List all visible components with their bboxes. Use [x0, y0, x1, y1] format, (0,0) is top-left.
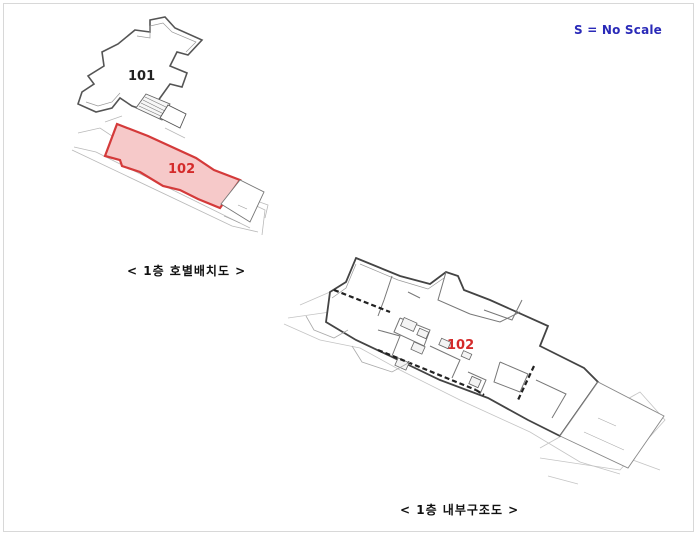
- unit-102-label: 102: [168, 162, 195, 177]
- top-floor-plan: 101 102: [71, 16, 269, 236]
- unit-102-highlight: [103, 122, 242, 210]
- unit-101-outline: [77, 16, 204, 113]
- section-lines: [333, 288, 535, 401]
- bottom-annex: [559, 381, 665, 469]
- unit-101-label: 101: [128, 69, 155, 84]
- bottom-floor-plan: 102: [283, 256, 666, 485]
- page-frame: [3, 3, 694, 532]
- scale-note: S = No Scale: [574, 23, 663, 37]
- fixtures: [394, 316, 482, 389]
- unit-102-interior-label: 102: [447, 338, 474, 353]
- stairs: [135, 93, 187, 129]
- annex: [220, 179, 265, 223]
- top-plan-caption: < 1층 호별배치도 >: [127, 264, 247, 278]
- bottom-plan-caption: < 1층 내부구조도 >: [400, 503, 520, 517]
